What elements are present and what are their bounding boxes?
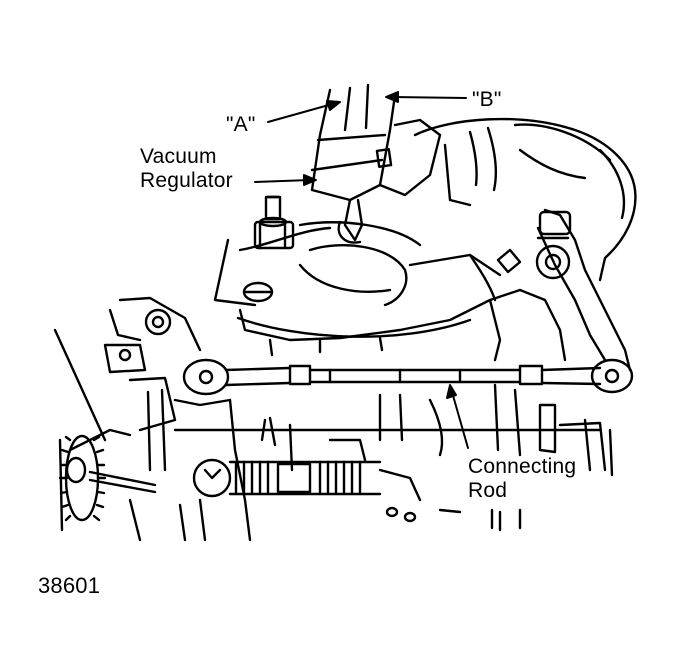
arrow-vacuum-regulator	[303, 174, 317, 186]
lower-body	[53, 328, 614, 542]
figure-number: 38601	[38, 573, 101, 598]
bellows	[192, 438, 422, 542]
callout-vacuum-regulator-line2: Regulator	[140, 169, 233, 192]
throttle-bracket	[103, 296, 232, 472]
callout-a: "A"	[226, 113, 256, 136]
callout-connecting-rod: Connecting Rod	[468, 455, 576, 503]
bottom-parts	[128, 498, 522, 542]
leader-vacuum-regulator	[254, 179, 311, 183]
arrow-b	[385, 91, 399, 103]
turbo-housing	[413, 117, 637, 282]
leader-a	[267, 102, 337, 123]
callout-connecting-rod-line2: Rod	[468, 479, 508, 502]
vacuum-regulator	[310, 83, 442, 244]
stud	[253, 195, 295, 250]
gear	[58, 434, 157, 522]
callout-b: "B"	[472, 88, 502, 111]
linkage-arm	[496, 208, 632, 372]
callout-connecting-rod-line1: Connecting	[468, 455, 577, 478]
leader-connecting-rod	[451, 391, 469, 449]
callout-vacuum-regulator-line1: Vacuum	[140, 145, 217, 168]
leader-lines	[254, 91, 469, 449]
leader-b	[391, 96, 467, 99]
arrow-a	[326, 100, 341, 111]
connecting-rod	[182, 358, 634, 396]
pump-body	[213, 221, 567, 362]
callout-vacuum-regulator: Vacuum Regulator	[140, 145, 233, 193]
arrow-connecting-rod	[446, 384, 457, 399]
